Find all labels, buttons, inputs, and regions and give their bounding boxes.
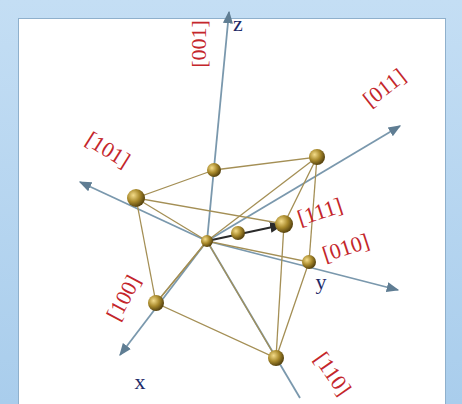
axis-label: z <box>233 13 243 35</box>
axis-label: y <box>316 271 327 293</box>
axis-label: x <box>135 371 146 393</box>
direction-label: [001] <box>188 20 210 68</box>
